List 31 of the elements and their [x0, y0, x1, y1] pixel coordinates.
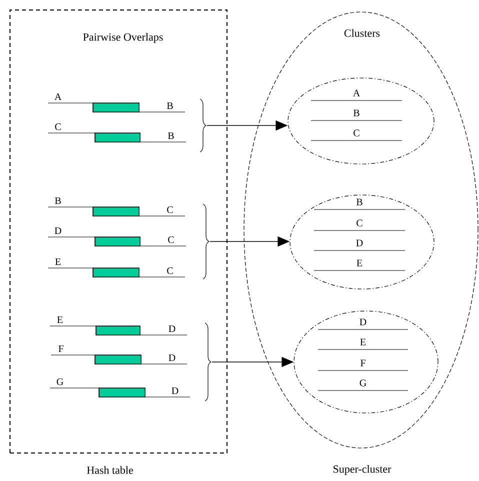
member-label: E	[356, 260, 362, 266]
sequence-label: A	[54, 93, 62, 100]
sequence-label: F	[58, 345, 64, 352]
box-label: Pairwise Overlaps	[83, 33, 163, 43]
sequence-label: E	[57, 316, 63, 323]
sequence-label: E	[55, 258, 61, 265]
member-label: F	[360, 360, 366, 366]
sequence-label: B	[168, 132, 174, 140]
sequence-label: C	[167, 267, 173, 274]
member-label: B	[356, 198, 362, 206]
member-label: D	[356, 240, 363, 246]
member-label: C	[354, 130, 360, 136]
ellipse-label: Clusters	[344, 29, 380, 37]
sequence-label: G	[56, 378, 64, 386]
sequence-label: C	[55, 123, 61, 130]
sequence-label: C	[168, 236, 174, 244]
member-label: C	[356, 220, 362, 226]
member-label: B	[353, 110, 360, 116]
sequence-label: D	[168, 325, 176, 332]
sequence-label: B	[166, 102, 173, 110]
member-label: A	[353, 90, 360, 96]
member-label: G	[360, 380, 366, 386]
sequence-label: D	[168, 354, 176, 362]
sequence-label: B	[54, 197, 61, 204]
member-label: D	[360, 318, 366, 326]
box-label: Hash table	[86, 466, 133, 474]
sequence-label: D	[172, 387, 178, 394]
ellipse-label: Super-cluster	[334, 465, 392, 475]
member-label: E	[360, 338, 366, 346]
sequence-label: D	[54, 227, 62, 234]
sequence-label: C	[167, 206, 173, 214]
